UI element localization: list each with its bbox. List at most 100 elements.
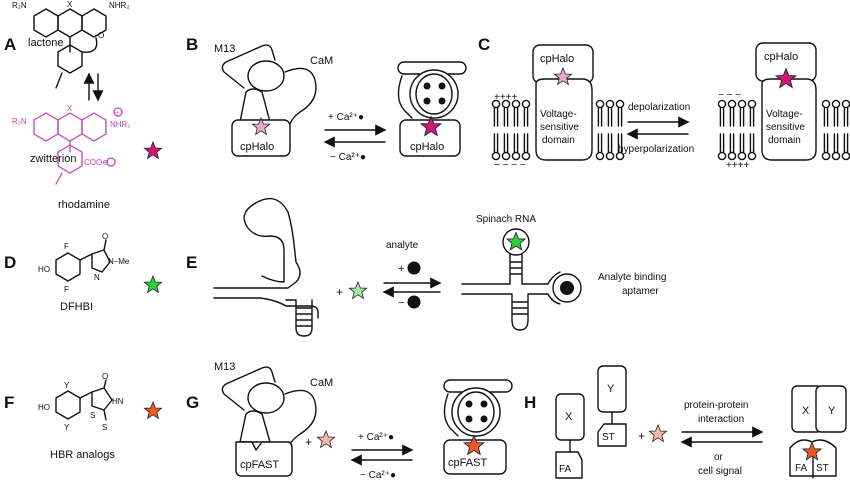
e-light-star-icon: [348, 281, 368, 299]
zwitterion-coo: COO⊖: [84, 158, 109, 167]
e-analyte-plus-icon: [407, 261, 421, 275]
dfhbi-o: O: [102, 232, 108, 241]
b-arrows: [323, 124, 387, 148]
c-charge-top-right: − − −: [718, 90, 741, 101]
c-right-membrane: [717, 99, 850, 161]
lipid-head: [841, 99, 850, 109]
lipid-head: [521, 151, 531, 161]
c-vsd-right-2: sensitive: [766, 122, 805, 133]
g-reverse-label: − Ca²⁺●: [360, 470, 396, 481]
lipid-head: [511, 151, 521, 161]
dfhbi-ho: HO: [38, 265, 50, 274]
zwitterion-nhr2: NHR₂: [110, 120, 130, 129]
c-reverse-label: hyperpolarization: [618, 144, 694, 155]
panel-a-letter: A: [4, 35, 16, 54]
b-right-sensor: [397, 61, 467, 157]
h-light-star-icon: [648, 424, 668, 442]
hbr-hn: HN: [112, 397, 124, 406]
h-forward-2: interaction: [698, 414, 744, 425]
hbr-y-bottom: Y: [64, 423, 70, 432]
e-aptamer-1: Analyte binding: [598, 272, 666, 283]
hbr-ho: HO: [38, 403, 50, 412]
c-vsd-left-1: Voltage-: [540, 109, 577, 120]
zwitterion-r2n: R₂N: [12, 117, 27, 126]
lipid-head: [491, 151, 501, 161]
c-vsd-right-3: domain: [768, 135, 801, 146]
g-forward-label: + Ca²⁺●: [358, 432, 394, 443]
b-cam-label: CaM: [310, 55, 333, 67]
b-forward-label: + Ca²⁺●: [328, 112, 364, 123]
h-fa-left: FA: [559, 464, 572, 475]
lipid-head: [717, 151, 727, 161]
lactone-o: O: [98, 31, 104, 40]
lipid-head: [605, 151, 615, 161]
h-y-right: Y: [828, 405, 836, 417]
lipid-head: [821, 99, 831, 109]
hbr-s2: S: [102, 423, 107, 432]
lipid-head: [501, 99, 511, 109]
equilibrium-arrows-a: [83, 72, 104, 102]
e-spinach-label: Spinach RNA: [476, 214, 536, 225]
lipid-head: [717, 99, 727, 109]
g-cam-label: CaM: [310, 377, 333, 389]
hbr-structure: [55, 379, 113, 421]
lipid-head: [747, 151, 757, 161]
panel-d-letter: D: [4, 253, 16, 272]
e-analyte-label: analyte: [386, 240, 419, 251]
e-arrows: [382, 277, 442, 298]
lactone-x: X: [67, 0, 73, 9]
b-m13-label: M13: [214, 43, 235, 55]
hbr-star-icon: [143, 401, 163, 419]
c-charge-bottom-right: ++++: [726, 160, 750, 171]
h-left-proteins: [555, 365, 627, 479]
b-cphalo-right: cpHalo: [410, 141, 444, 153]
h-forward-1: protein-protein: [684, 400, 748, 411]
lipid-head: [841, 151, 850, 161]
e-plus-join: +: [336, 285, 343, 299]
lipid-head: [821, 151, 831, 161]
lipid-head: [615, 151, 625, 161]
c-charge-bottom-left: − − − −: [494, 160, 526, 171]
g-arrows: [350, 444, 414, 466]
lipid-head: [521, 99, 531, 109]
zwitterion-label: zwitterion: [30, 153, 76, 165]
hbr-s: S: [90, 411, 95, 420]
c-cphalo-right: cpHalo: [764, 51, 798, 63]
panel-h-letter: H: [524, 393, 536, 412]
c-right-sensor: [755, 42, 817, 161]
c-vsd-left-2: sensitive: [540, 122, 579, 133]
h-x-left: X: [565, 411, 573, 423]
panel-c-letter: C: [478, 35, 490, 54]
lipid-head: [831, 151, 841, 161]
dfhbi-label: DFHBI: [60, 301, 93, 313]
lactone-r2n: R₂N: [12, 1, 27, 10]
lipid-head: [501, 151, 511, 161]
e-plus-sign: +: [398, 263, 404, 275]
h-fa-right: FA: [795, 463, 808, 474]
lipid-head: [747, 99, 757, 109]
e-minus-sign: −: [398, 297, 404, 309]
b-reverse-label: − Ca²⁺●: [330, 152, 366, 163]
h-st-right: ST: [816, 463, 829, 474]
lactone-nhr2: NHR₂: [109, 1, 129, 10]
dfhbi-nme: N–Me: [108, 257, 130, 266]
rhodamine-star-icon: [143, 141, 163, 159]
h-st-left: ST: [602, 432, 615, 443]
g-plus-join: +: [305, 435, 312, 449]
lipid-head: [831, 99, 841, 109]
lactone-structure: [33, 8, 107, 89]
h-y-left: Y: [607, 383, 615, 395]
panel-g-letter: G: [186, 393, 199, 412]
g-light-star-icon: [316, 430, 336, 448]
lactone-label: lactone: [28, 37, 63, 49]
h-or-label: or: [714, 452, 724, 463]
c-forward-label: depolarization: [628, 102, 690, 113]
g-right-sensor: [443, 379, 513, 475]
c-cphalo-left: cpHalo: [540, 53, 574, 65]
lipid-head: [737, 151, 747, 161]
dfhbi-f-bottom: F: [64, 285, 69, 294]
dfhbi-star-icon: [143, 275, 163, 293]
e-aptamer-2: aptamer: [622, 286, 659, 297]
g-cpfast-right: cpFAST: [448, 457, 487, 469]
lipid-head: [615, 99, 625, 109]
